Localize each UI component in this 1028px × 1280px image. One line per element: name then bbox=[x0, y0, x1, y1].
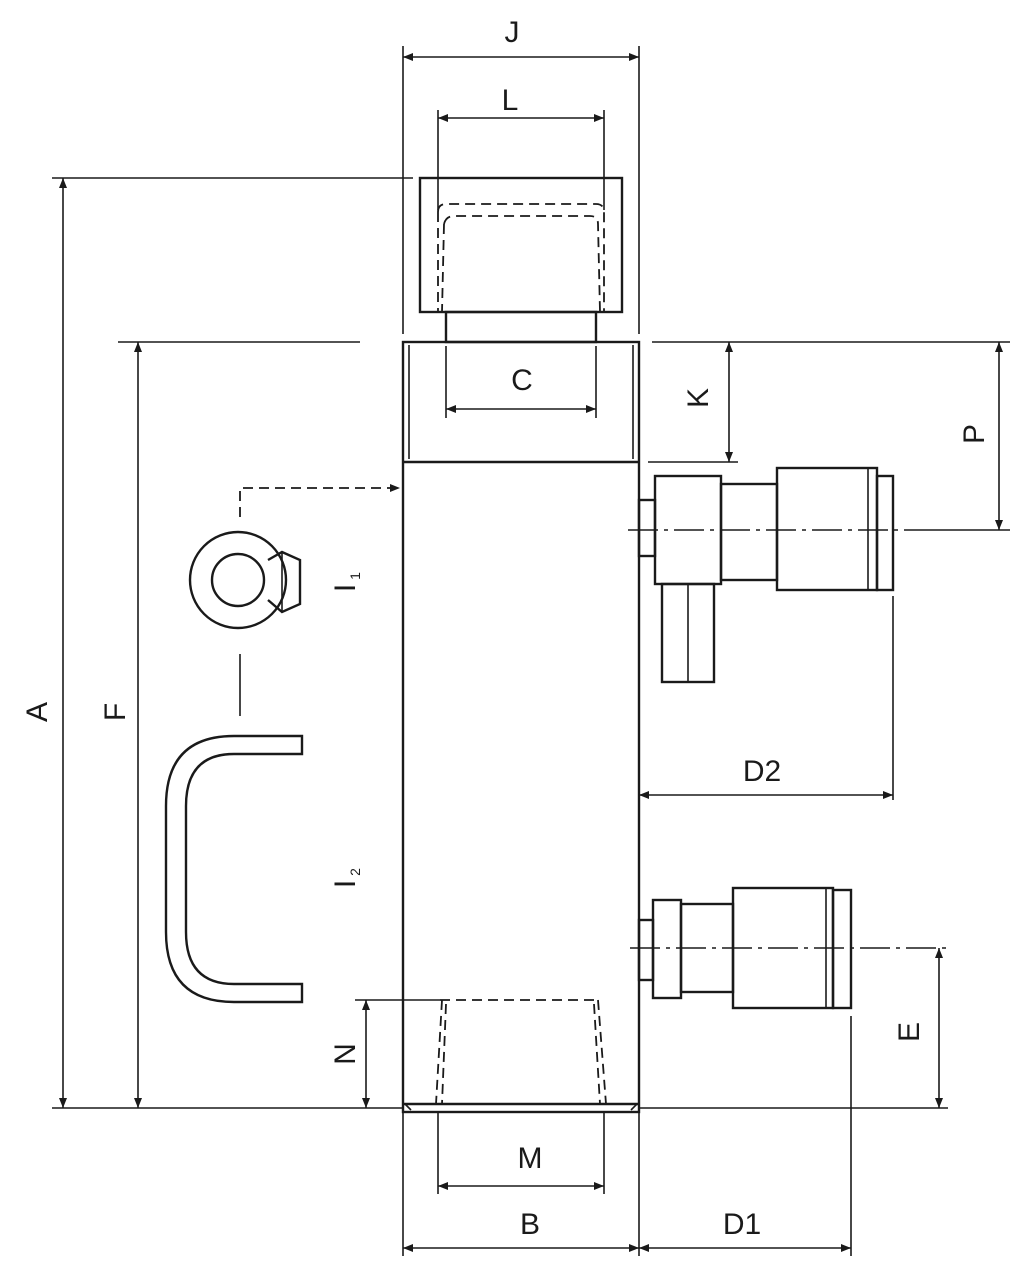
collar-ring bbox=[188, 530, 288, 630]
label-L: L bbox=[502, 84, 519, 117]
label-C: C bbox=[511, 364, 533, 397]
label-K: K bbox=[682, 388, 715, 408]
upper-coupler bbox=[628, 466, 910, 684]
handle bbox=[164, 734, 304, 1004]
coupler-body bbox=[775, 466, 879, 592]
lower-coupler bbox=[630, 886, 946, 1010]
plunger-neck bbox=[444, 310, 598, 344]
label-N: N bbox=[329, 1043, 362, 1065]
saddle bbox=[418, 176, 624, 314]
base-thread bbox=[404, 999, 638, 1111]
label-J: J bbox=[505, 16, 520, 49]
handle-symbol bbox=[164, 734, 304, 1004]
label-D2: D2 bbox=[743, 755, 781, 788]
label-D1: D1 bbox=[723, 1208, 761, 1241]
label-B: B bbox=[520, 1208, 540, 1241]
collar-symbol bbox=[188, 484, 400, 716]
plunger-saddle bbox=[418, 176, 624, 344]
dimension-labels: J L C M B D1 D2 A F K P E N I 1 I 2 bbox=[21, 16, 991, 1241]
label-A: A bbox=[21, 702, 54, 722]
label-E: E bbox=[893, 1022, 926, 1042]
label-l2-subscript: 2 bbox=[347, 868, 363, 876]
extension-lines bbox=[52, 46, 1010, 1256]
cylinder-outline bbox=[401, 340, 641, 1114]
cylinder-body bbox=[401, 340, 641, 1114]
label-M: M bbox=[518, 1142, 543, 1175]
label-P: P bbox=[958, 424, 991, 444]
label-F: F bbox=[99, 703, 132, 721]
label-l2: I bbox=[329, 880, 362, 888]
label-l1: I bbox=[329, 584, 362, 592]
label-l1-subscript: 1 bbox=[347, 572, 363, 580]
dimension-lines bbox=[59, 53, 1003, 1252]
